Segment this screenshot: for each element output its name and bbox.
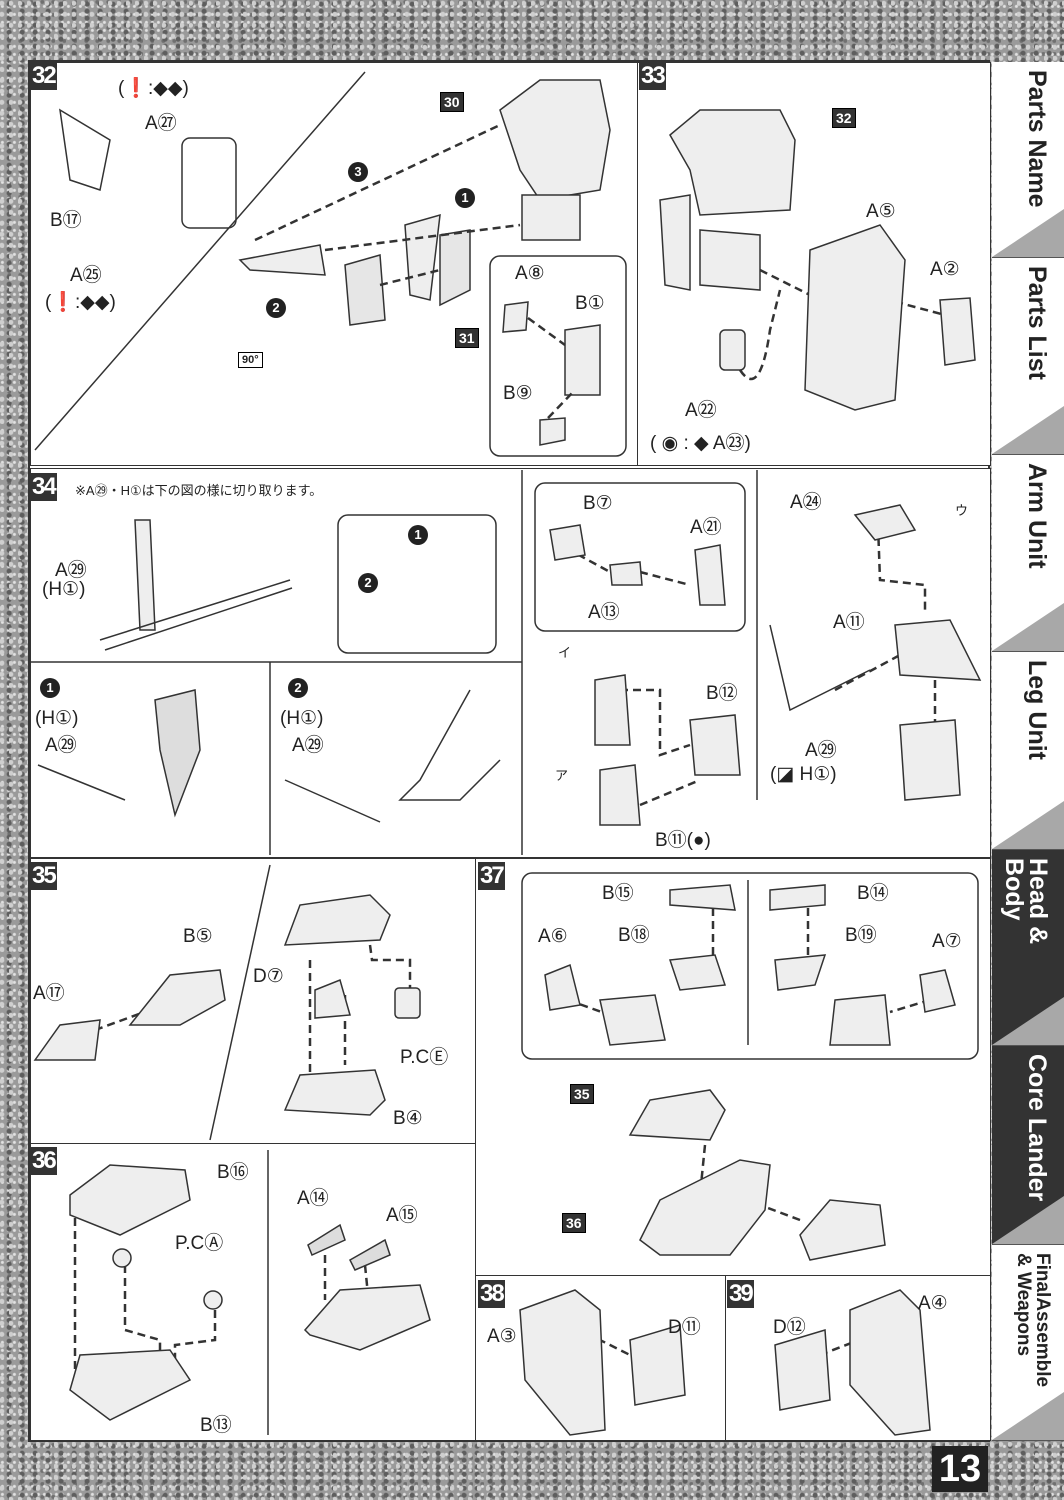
part-label: B④ bbox=[393, 1108, 423, 1129]
reference-step-badge: 31 bbox=[455, 328, 479, 348]
part-label: B⑰ bbox=[50, 210, 82, 231]
part-label: B⑨ bbox=[503, 383, 533, 404]
reference-step-badge: 35 bbox=[570, 1084, 594, 1104]
part-label: A㉕ bbox=[70, 265, 102, 286]
part-label: A③ bbox=[487, 1326, 517, 1347]
step-number-34: 34 bbox=[30, 473, 57, 501]
part-label: B⑲ bbox=[845, 925, 877, 946]
cutting-note: ※A㉙・H①は下の図の様に切り取ります。 bbox=[75, 483, 323, 498]
part-label: A㉔ bbox=[790, 492, 822, 513]
tab-head-body[interactable]: Head & Body bbox=[992, 850, 1064, 1046]
part-label: D⑪ bbox=[668, 1317, 701, 1338]
part-label: A⑧ bbox=[515, 263, 545, 284]
part-label: A② bbox=[930, 259, 960, 280]
part-label: B⑫ bbox=[706, 683, 738, 704]
part-label: A㉑ bbox=[690, 517, 722, 538]
part-label: B⑯ bbox=[217, 1162, 249, 1183]
step-number-35: 35 bbox=[30, 862, 57, 890]
part-label: P.CⒺ bbox=[400, 1047, 449, 1068]
part-label: A⑦ bbox=[932, 931, 962, 952]
tab-final-assemble-weapons[interactable]: FinalAssemble & Weapons bbox=[992, 1245, 1064, 1441]
part-label: B① bbox=[575, 293, 605, 314]
tab-parts-name[interactable]: Parts Name bbox=[992, 62, 1064, 258]
tab-label: Arm Unit bbox=[1023, 463, 1051, 569]
tab-label: Core Lander bbox=[1023, 1054, 1051, 1202]
part-label: B⑤ bbox=[183, 926, 213, 947]
part-label: A㉗ bbox=[145, 113, 177, 134]
part-label: A④ bbox=[918, 1293, 948, 1314]
reference-step-badge: 36 bbox=[562, 1213, 586, 1233]
tab-core-lander[interactable]: Core Lander bbox=[992, 1046, 1064, 1245]
order-number: 1 bbox=[40, 678, 60, 698]
part-label: A⑮ bbox=[386, 1205, 418, 1226]
part-label: イ bbox=[558, 645, 572, 660]
part-label: B⑱ bbox=[618, 925, 650, 946]
part-label: D⑦ bbox=[253, 966, 284, 987]
part-label: A⑤ bbox=[866, 201, 896, 222]
part-label: ア bbox=[555, 768, 569, 783]
part-label: A㉙ bbox=[55, 560, 87, 581]
tab-label: Parts List bbox=[1023, 266, 1051, 380]
part-label: P.CⒶ bbox=[175, 1233, 224, 1254]
step-number-39: 39 bbox=[727, 1280, 754, 1308]
tab-label: Leg Unit bbox=[1023, 660, 1051, 760]
part-label: (◪ H①) bbox=[770, 764, 837, 785]
tab-leg-unit[interactable]: Leg Unit bbox=[992, 652, 1064, 850]
order-number: 1 bbox=[408, 525, 428, 545]
tab-parts-list[interactable]: Parts List bbox=[992, 258, 1064, 455]
part-label: ウ bbox=[955, 503, 969, 518]
tab-label: Parts Name bbox=[1023, 70, 1051, 208]
order-number: 2 bbox=[358, 573, 378, 593]
step-number-38: 38 bbox=[478, 1280, 505, 1308]
tab-label: FinalAssemble & Weapons bbox=[1013, 1253, 1053, 1388]
part-label: A㉙ bbox=[45, 735, 77, 756]
part-label: (H①) bbox=[42, 579, 86, 600]
part-label: (H①) bbox=[35, 708, 79, 729]
tab-label: Head & Body bbox=[1000, 858, 1052, 945]
part-label: B⑮ bbox=[602, 883, 634, 904]
step-number-36: 36 bbox=[30, 1147, 57, 1175]
part-label: B⑪(●) bbox=[655, 830, 711, 851]
order-number: 3 bbox=[348, 162, 368, 182]
part-label: A⑪ bbox=[833, 612, 865, 633]
tab-arm-unit[interactable]: Arm Unit bbox=[992, 455, 1064, 652]
color-note: ( ◉ : ◆ A㉓) bbox=[650, 433, 751, 454]
reference-step-badge: 32 bbox=[832, 108, 856, 128]
part-label: B⑦ bbox=[583, 493, 613, 514]
step-number-32: 32 bbox=[30, 62, 57, 90]
rotate-90-icon: 90° bbox=[238, 352, 263, 368]
part-label: A⑰ bbox=[33, 983, 65, 1004]
order-number: 2 bbox=[288, 678, 308, 698]
part-label: D⑫ bbox=[773, 1317, 806, 1338]
part-label: A㉙ bbox=[292, 735, 324, 756]
step-number-37: 37 bbox=[478, 862, 505, 890]
order-number: 2 bbox=[266, 298, 286, 318]
part-label: (H①) bbox=[280, 708, 324, 729]
part-label: A⑥ bbox=[538, 926, 568, 947]
part-label: A㉒ bbox=[685, 400, 717, 421]
step-number-33: 33 bbox=[639, 62, 666, 90]
part-label: A㉙ bbox=[805, 740, 837, 761]
color-note: (❗:◆◆) bbox=[45, 292, 116, 313]
order-number: 1 bbox=[455, 188, 475, 208]
part-label: A⑬ bbox=[588, 602, 620, 623]
part-label: B⑬ bbox=[200, 1415, 232, 1436]
step-34-panel bbox=[30, 468, 991, 858]
reference-step-badge: 30 bbox=[440, 92, 464, 112]
page-number: 13 bbox=[932, 1446, 988, 1492]
part-label: B⑭ bbox=[857, 883, 889, 904]
color-note: (❗:◆◆) bbox=[118, 78, 189, 99]
part-label: A⑭ bbox=[297, 1188, 329, 1209]
